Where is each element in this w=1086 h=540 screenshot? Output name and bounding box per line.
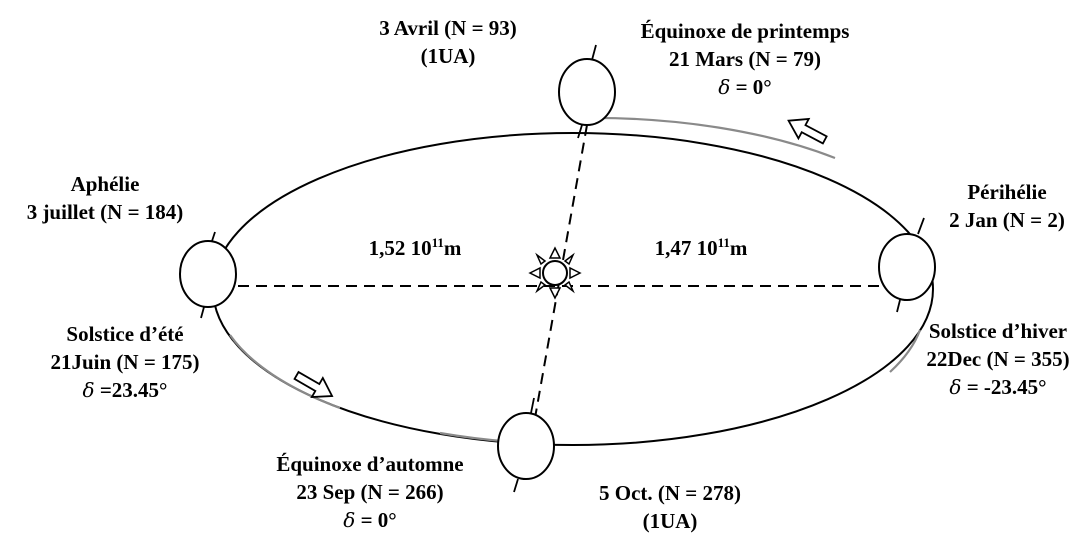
delta-symbol: δ <box>949 375 962 399</box>
perihelion-distance-exponent: 11 <box>717 235 730 250</box>
winter-solstice-declination: δ = -23.45° <box>910 373 1086 401</box>
delta-symbol: δ <box>718 75 731 99</box>
spring-equinox-declination: δ = 0° <box>605 73 885 101</box>
delta-symbol: δ <box>82 378 95 402</box>
spring-equinox-title: Équinoxe de printemps <box>640 19 850 43</box>
perihelion-distance-mantissa: 1,47 10 <box>654 236 718 260</box>
aphelion-distance: 1,52 1011m <box>350 234 480 262</box>
label-perihelion: Périhélie 2 Jan (N = 2) <box>928 178 1086 234</box>
perihelion-distance: 1,47 1011m <box>636 234 766 262</box>
sun-icon <box>528 246 582 300</box>
label-spring-equinox: Équinoxe de printemps 21 Mars (N = 79) δ… <box>605 17 885 101</box>
autumn-equinox-declination: δ = 0° <box>240 506 500 534</box>
winter-solstice-delta-value: = -23.45° <box>966 375 1047 399</box>
spring-equinox-delta-value: = 0° <box>735 75 772 99</box>
earth-autumn-equinox-icon <box>497 397 555 493</box>
april-distance: (1UA) <box>420 44 476 68</box>
label-winter-solstice: Solstice d’hiver 22Dec (N = 355) δ = -23… <box>910 317 1086 401</box>
orbit-gray-segment-right-lower <box>889 329 922 373</box>
autumn-equinox-delta-value: = 0° <box>360 508 397 532</box>
perihelion-date: 2 Jan (N = 2) <box>949 208 1065 232</box>
autumn-equinox-title: Équinoxe d’automne <box>276 452 464 476</box>
aphelion-distance-exponent: 11 <box>431 235 444 250</box>
label-autumn-equinox: Équinoxe d’automne 23 Sep (N = 266) δ = … <box>240 450 500 534</box>
october-date: 5 Oct. (N = 278) <box>598 481 742 505</box>
perihelion-title: Périhélie <box>967 180 1047 204</box>
orbit-direction-arrow-icon <box>787 117 828 145</box>
aphelion-date: 3 juillet (N = 184) <box>26 200 184 224</box>
label-april-point: 3 Avril (N = 93) (1UA) <box>353 14 543 70</box>
orbit-gray-segment-left-lower <box>229 334 341 410</box>
aphelion-distance-unit: m <box>443 236 462 260</box>
orbit-direction-arrow-icon <box>293 370 334 399</box>
autumn-equinox-date: 23 Sep (N = 266) <box>296 480 444 504</box>
summer-solstice-date: 21Juin (N = 175) <box>50 350 200 374</box>
label-october-point: 5 Oct. (N = 278) (1UA) <box>570 479 770 535</box>
label-aphelion: Aphélie 3 juillet (N = 184) <box>0 170 210 226</box>
summer-solstice-declination: δ =23.45° <box>15 376 235 404</box>
perihelion-distance-unit: m <box>729 236 748 260</box>
delta-symbol: δ <box>343 508 356 532</box>
label-summer-solstice: Solstice d’été 21Juin (N = 175) δ =23.45… <box>15 320 235 404</box>
earth-summer-solstice-icon <box>179 231 237 319</box>
october-distance: (1UA) <box>642 509 698 533</box>
earth-spring-equinox-icon <box>558 44 616 139</box>
orbit-gray-segment-top <box>584 116 836 160</box>
orbit-ellipse <box>212 132 934 446</box>
spring-equinox-date: 21 Mars (N = 79) <box>669 47 821 71</box>
april-date: 3 Avril (N = 93) <box>379 16 517 40</box>
summer-solstice-delta-value: =23.45° <box>99 378 168 402</box>
aphelion-distance-mantissa: 1,52 10 <box>368 236 432 260</box>
summer-solstice-title: Solstice d’été <box>66 322 184 346</box>
earth-winter-solstice-icon <box>878 217 936 313</box>
aphelion-title: Aphélie <box>70 172 140 196</box>
winter-solstice-title: Solstice d’hiver <box>928 319 1068 343</box>
winter-solstice-date: 22Dec (N = 355) <box>926 347 1070 371</box>
